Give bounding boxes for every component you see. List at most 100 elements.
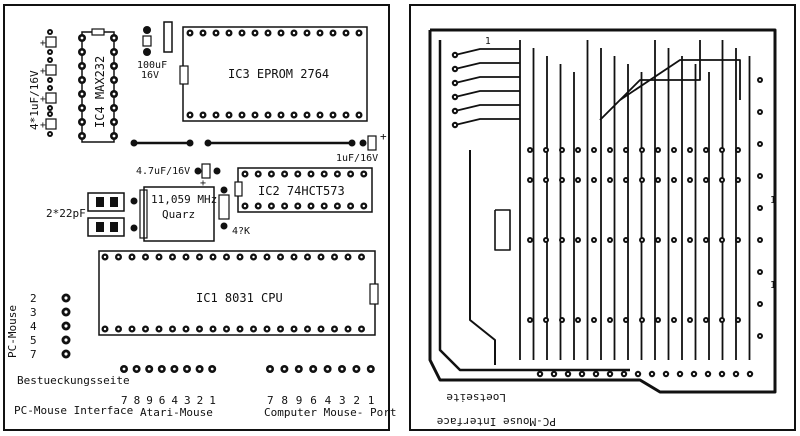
pad-hole: [355, 367, 358, 371]
pad-hole: [624, 148, 628, 152]
pad-hole: [528, 318, 532, 322]
pad-hole: [656, 238, 660, 242]
copper-trace: [619, 59, 741, 101]
computer-pin-number: 3: [339, 394, 346, 407]
pad-hole: [253, 113, 257, 117]
computer-pin-number: 6: [310, 394, 317, 407]
atari-label: Atari-Mouse: [140, 406, 213, 419]
crystal-frequency: 11,059 MHz: [151, 193, 217, 206]
ic3-label: IC3 EPROM 2764: [228, 67, 329, 81]
pad-hole: [656, 178, 660, 182]
pad-hole: [292, 31, 296, 35]
pad-hole: [80, 36, 84, 40]
pad-hole: [592, 238, 596, 242]
pad-hole: [144, 327, 147, 331]
pad-hole: [704, 318, 708, 322]
pad-hole: [103, 327, 107, 331]
pad-hole: [704, 148, 708, 152]
pad-hole: [238, 327, 242, 331]
pad-hole: [211, 255, 215, 259]
pad-hole: [80, 64, 84, 68]
pad-hole: [252, 327, 255, 331]
pad-hole: [201, 113, 205, 117]
pad-hole: [608, 318, 612, 322]
pad-hole: [201, 31, 205, 35]
atari-pin-number: 6: [159, 394, 166, 407]
pad-hole: [80, 106, 84, 110]
pad-hole: [720, 318, 724, 322]
pad-hole: [270, 204, 273, 208]
pad-hole: [622, 372, 626, 376]
pad-hole: [758, 174, 762, 178]
pad-hole: [266, 31, 270, 35]
pad-hole: [64, 338, 68, 342]
pad-hole: [608, 178, 612, 182]
pad-hole: [656, 148, 660, 152]
pad-hole: [333, 327, 336, 331]
pad-hole: [758, 142, 762, 146]
cap-100uf: 100uF 16V: [137, 26, 167, 81]
pad-hole: [173, 367, 176, 371]
pad-hole: [48, 30, 52, 34]
pad-hole: [292, 327, 296, 331]
pad-hole: [225, 327, 228, 331]
pad-hole: [171, 255, 174, 259]
pad-hole: [122, 367, 126, 371]
pad-hole: [214, 31, 218, 35]
pad-hole: [336, 172, 339, 176]
pad-hole: [211, 327, 215, 331]
pad-hole: [453, 67, 457, 71]
pad-hole: [198, 367, 202, 371]
pad-hole: [672, 178, 676, 182]
pad-hole: [608, 148, 612, 152]
pad-hole: [706, 372, 710, 376]
pad-hole: [560, 178, 564, 182]
pad-hole: [253, 31, 257, 35]
pad-hole: [130, 255, 134, 259]
pad-hole: [576, 318, 580, 322]
pad-hole: [157, 255, 161, 259]
pad-hole: [678, 372, 682, 376]
four-cap-label: 4*1uF/16V: [28, 70, 41, 130]
pad-hole: [736, 318, 740, 322]
pad-hole: [80, 78, 84, 82]
computer-port-label: Computer Mouse- Port: [264, 406, 396, 419]
pad-hole: [48, 132, 52, 136]
pad-hole: [292, 255, 296, 259]
solder-side-board-outline: [409, 4, 796, 431]
pad-hole: [103, 255, 107, 259]
pad-hole: [279, 113, 283, 117]
cap-4-7uf: 4.7uF/16V +: [136, 163, 221, 189]
solder-side-board-name: PC-Mouse Interface: [437, 415, 556, 428]
pad-hole: [64, 324, 68, 328]
pad-hole: [640, 238, 644, 242]
component-side-title: Bestueckungsseite: [17, 374, 130, 387]
copper-trace: [454, 90, 520, 98]
pad-hole: [256, 204, 260, 208]
pad-hole: [758, 78, 762, 82]
pad-hole: [656, 318, 660, 322]
pad-hole: [720, 372, 724, 376]
pad-hole: [198, 255, 201, 259]
pad-hole: [283, 204, 286, 208]
pc-mouse-pin-4: 4: [30, 320, 37, 333]
pad-hole: [112, 134, 116, 138]
pad-hole: [758, 270, 762, 274]
pad-hole: [736, 178, 740, 182]
pad-hole: [243, 172, 247, 176]
pad-hole: [576, 178, 580, 182]
pad-hole: [306, 255, 309, 259]
computer-pin-number: 2: [353, 394, 360, 407]
pad-hole: [544, 178, 548, 182]
pad-hole: [318, 31, 322, 35]
pad-hole: [112, 120, 116, 124]
pad-hole: [283, 367, 286, 371]
pad-hole: [346, 327, 350, 331]
pad-hole: [360, 327, 363, 331]
pad-hole: [758, 238, 762, 242]
pad-hole: [214, 113, 218, 117]
pad-hole: [640, 148, 644, 152]
pad-hole: [748, 372, 752, 376]
pad-hole: [704, 178, 708, 182]
pad-hole: [305, 113, 309, 117]
